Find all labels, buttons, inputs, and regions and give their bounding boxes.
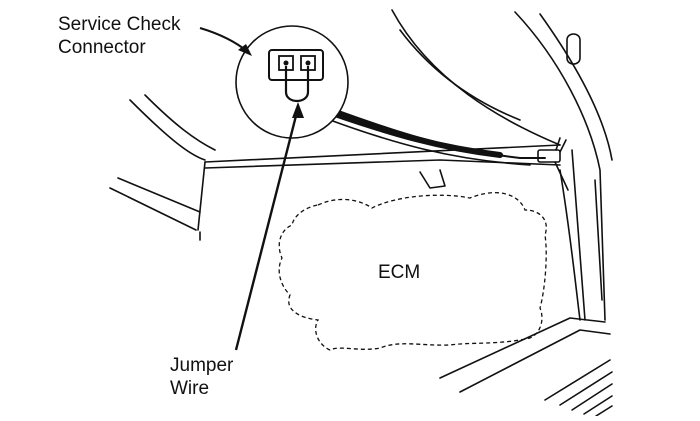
right-pillar-outer [514, 11, 606, 321]
harness-lower [329, 119, 531, 166]
bracket-line-lower [204, 159, 561, 169]
socket-pin-left [283, 60, 289, 66]
sill-lower [459, 329, 611, 393]
sill-ridge-1 [559, 371, 613, 406]
sill-ridge-4 [595, 405, 613, 417]
left-diagonal [109, 187, 197, 231]
pillar-panel-edge [571, 149, 586, 321]
jumper-arrowhead [292, 102, 304, 118]
socket-pin-right [305, 60, 311, 66]
left-panel-edge [197, 161, 206, 231]
ecm-label: ECM [378, 262, 421, 283]
harness-thick [332, 111, 503, 158]
service-check-label-line2: Connector [58, 37, 146, 58]
sill-ridge-3 [583, 395, 613, 415]
sill-ridge-2 [571, 383, 613, 411]
magnifier-circle [235, 25, 349, 139]
left-trim-curve-2 [144, 94, 216, 151]
connector-body [537, 149, 561, 163]
pillar-panel-edge-2 [594, 179, 603, 301]
pillar-slot [566, 33, 581, 65]
ecm-outline [278, 192, 547, 351]
right-pillar-inner [539, 13, 613, 161]
service-check-label-line1: Service Check [58, 14, 181, 35]
connector-down [554, 161, 569, 191]
sill-step [544, 359, 611, 401]
pillar-lower-curve [559, 169, 581, 321]
left-diagonal-2 [117, 177, 201, 213]
jumper-label-line1: Jumper [170, 355, 234, 376]
jumper-wire-loop [284, 66, 310, 103]
center-bracket [419, 169, 446, 189]
service-check-arrowhead [238, 44, 252, 56]
jumper-label-line2: Wire [170, 378, 210, 399]
jumper-leader [234, 107, 300, 351]
upper-panel-arc [391, 9, 561, 146]
bracket-line [204, 144, 561, 163]
upper-panel-arc-inner [399, 29, 521, 121]
left-trim-curve [129, 99, 206, 161]
sill-upper [439, 317, 606, 379]
connector-lead [555, 137, 567, 153]
